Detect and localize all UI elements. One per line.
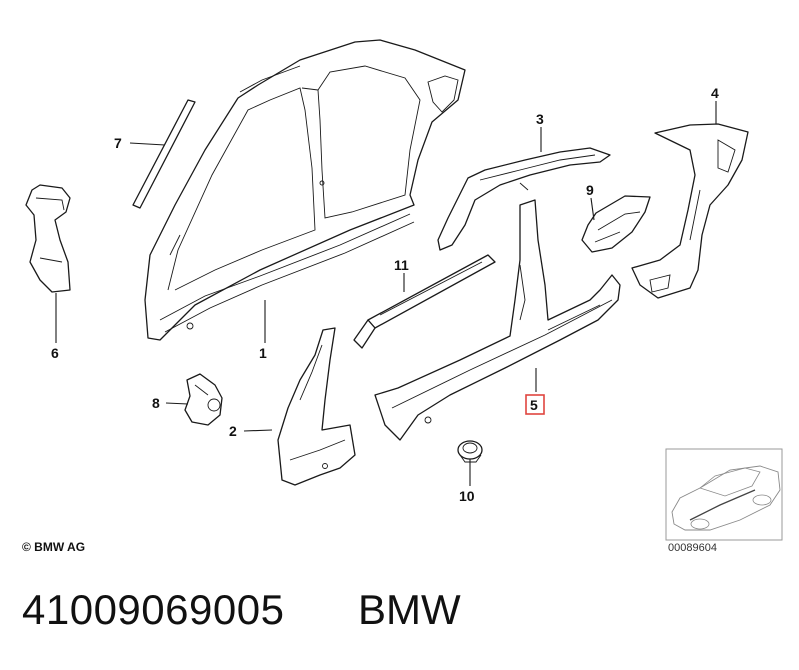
part-10-grommet (457, 440, 483, 463)
callout-11: 11 (394, 257, 409, 273)
callout-1: 1 (259, 345, 267, 361)
part-9-bracket (581, 195, 651, 253)
part-3-roof-rail (437, 147, 611, 251)
callout-7: 7 (114, 135, 122, 151)
callout-labels: 1 2 3 4 5 6 7 8 9 10 11 (51, 85, 719, 504)
part-6-bracket (25, 184, 71, 293)
callout-10: 10 (459, 488, 475, 504)
part-4-rear-quarter (631, 123, 749, 299)
part-8-bracket (184, 373, 223, 426)
callout-5: 5 (530, 397, 538, 413)
callout-9: 9 (586, 182, 594, 198)
thumbnail-car-view (665, 448, 783, 541)
callout-5-highlight (525, 394, 545, 415)
callout-6: 6 (51, 345, 59, 361)
brand-label: BMW (358, 586, 461, 633)
copyright-notice: © BMW AG (22, 540, 86, 554)
part-1-side-frame (144, 39, 466, 341)
callout-4: 4 (711, 85, 719, 101)
part-5-rocker-panel (374, 199, 621, 441)
callout-3: 3 (536, 111, 544, 127)
part-2-pillar-section (277, 327, 356, 486)
part-7-strip (132, 99, 196, 209)
part-11-sill-trim (353, 254, 496, 349)
leader-lines (55, 101, 717, 486)
thumbnail-code: 00089604 (668, 542, 717, 554)
callout-8: 8 (152, 395, 160, 411)
part-number: 41009069005 (22, 586, 285, 633)
callout-2: 2 (229, 423, 237, 439)
